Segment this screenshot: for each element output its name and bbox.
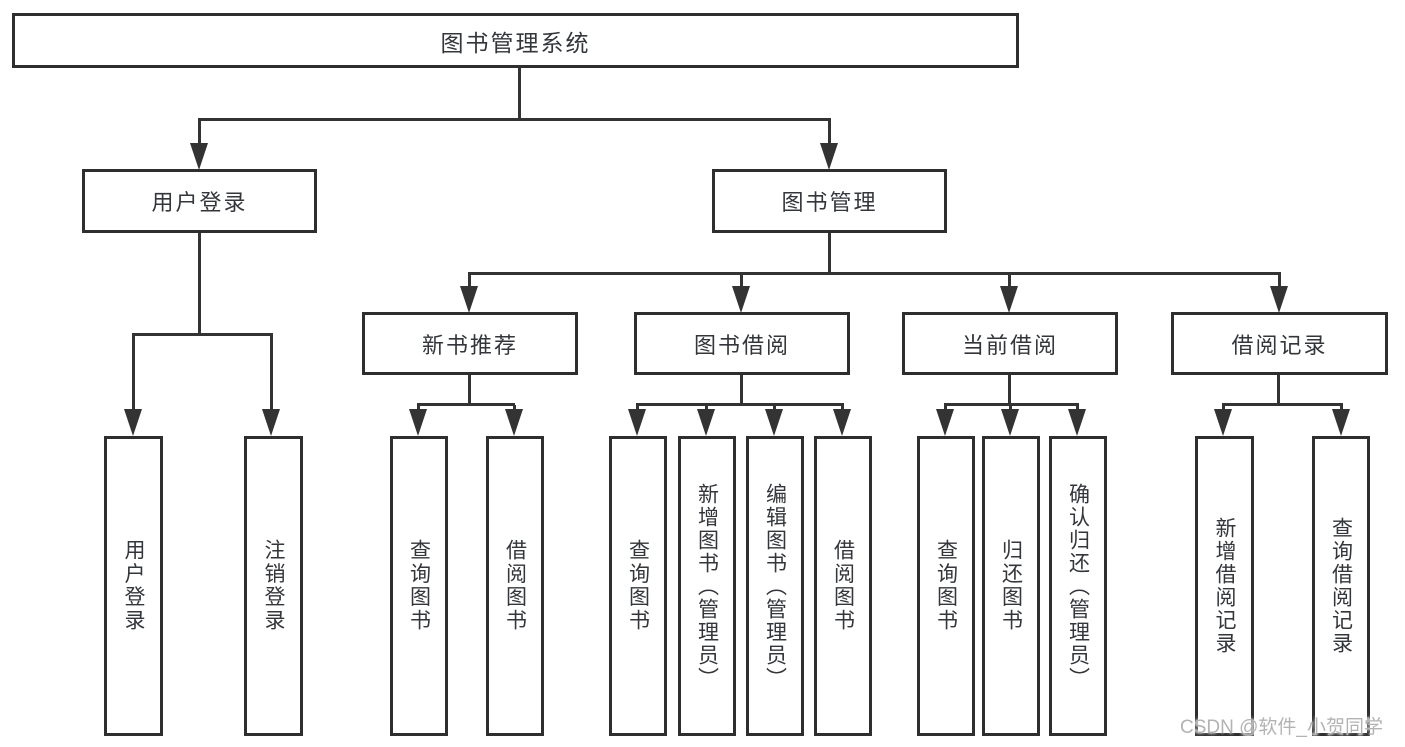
node-user-login: 用户登录 (82, 169, 317, 233)
arrow-down-return-book (1001, 409, 1019, 436)
node-query-books-3-label: 查询图书 (934, 539, 958, 633)
node-book-management: 图书管理 (712, 169, 947, 233)
arrow-down-add-borrow-record (1214, 409, 1232, 436)
node-return-book: 归还图书 (982, 436, 1040, 736)
edge-borrow-records-stem (1277, 375, 1280, 405)
node-return-book-label: 归还图书 (999, 539, 1023, 633)
node-add-book-admin: 新增图书（管理员） (678, 436, 736, 736)
node-library-system-label: 图书管理系统 (440, 29, 591, 56)
arrow-down-query-books-2 (628, 409, 646, 436)
node-user-login-leaf-label: 用户登录 (122, 539, 145, 633)
node-edit-book-admin: 编辑图书（管理员） (746, 436, 804, 736)
arrow-down-book-mgmt (820, 143, 838, 170)
node-confirm-return-admin-label: 确认归还（管理员） (1066, 482, 1090, 690)
edge-new-book-stem (468, 375, 471, 405)
edge-stub (417, 405, 420, 411)
node-edit-book-admin-label: 编辑图书（管理员） (763, 482, 787, 690)
arrow-down-borrow-books-1 (505, 409, 523, 436)
node-borrow-records: 借阅记录 (1171, 312, 1388, 375)
node-borrow-books-2: 借阅图书 (814, 436, 872, 736)
edge-stub (1009, 405, 1012, 411)
arrow-down-query-borrow-record (1332, 409, 1350, 436)
node-borrow-books-1-label: 借阅图书 (503, 539, 527, 633)
node-library-system: 图书管理系统 (12, 13, 1019, 68)
edge-book-borrow-stem (740, 375, 743, 405)
node-user-login-label: 用户登录 (151, 190, 248, 215)
edge-book-mgmt-bus (468, 272, 1281, 275)
node-logout-leaf-label: 注销登录 (262, 539, 285, 633)
edge-stub (944, 405, 947, 411)
edge-drop-current-borrow (1008, 274, 1011, 288)
node-book-borrow-label: 图书借阅 (693, 332, 790, 358)
edge-stub (773, 405, 776, 411)
edge-drop-logout-leaf (270, 335, 273, 410)
node-query-books-2-label: 查询图书 (626, 539, 650, 633)
arrow-down-edit-book (765, 409, 783, 436)
node-query-borrow-record-label: 查询借阅记录 (1329, 517, 1353, 655)
arrow-down-new-book (460, 286, 478, 313)
node-user-login-leaf: 用户登录 (104, 436, 163, 736)
edge-root-stem (518, 68, 521, 120)
node-borrow-books-1: 借阅图书 (486, 436, 544, 736)
node-book-borrow: 图书借阅 (634, 312, 850, 375)
arrow-down-query-books-3 (936, 409, 954, 436)
edge-stub (1340, 405, 1343, 411)
arrow-down-logout-leaf (262, 409, 280, 436)
edge-current-borrow-bus (944, 403, 1079, 406)
edge-book-mgmt-stem (828, 233, 831, 274)
node-query-books-3: 查询图书 (917, 436, 975, 736)
edge-stub (1076, 405, 1079, 411)
edge-stub (705, 405, 708, 411)
arrow-down-query-books-1 (409, 409, 427, 436)
arrow-down-login-leaf (124, 409, 142, 436)
node-borrow-books-2-label: 借阅图书 (831, 539, 855, 633)
arrow-down-borrow-books-2 (833, 409, 851, 436)
edge-drop-login-leaf (132, 335, 135, 410)
node-new-book-recommend: 新书推荐 (362, 312, 578, 375)
node-add-borrow-record: 新增借阅记录 (1195, 436, 1254, 736)
edge-drop-user-login (198, 120, 201, 145)
edge-drop-new-book (468, 274, 471, 288)
watermark: CSDN @软件_小贺同学 (1180, 717, 1383, 738)
edge-user-login-bus (132, 333, 273, 336)
node-query-books-1-label: 查询图书 (407, 539, 431, 633)
edge-book-borrow-bus (636, 403, 844, 406)
node-borrow-records-label: 借阅记录 (1231, 332, 1328, 358)
arrow-down-current-borrow (1000, 286, 1018, 313)
arrow-down-confirm-return (1068, 409, 1086, 436)
arrow-down-user-login (190, 143, 208, 170)
edge-drop-book-mgmt (828, 120, 831, 145)
edge-user-login-stem (198, 233, 201, 335)
node-add-book-admin-label: 新增图书（管理员） (695, 482, 719, 690)
node-query-borrow-record: 查询借阅记录 (1312, 436, 1370, 736)
node-query-books-1: 查询图书 (390, 436, 448, 736)
node-logout-leaf: 注销登录 (244, 436, 303, 736)
edge-borrow-records-bus (1222, 403, 1343, 406)
arrow-down-add-book (697, 409, 715, 436)
node-current-borrow: 当前借阅 (902, 312, 1118, 375)
edge-root-bus (198, 118, 831, 121)
edge-stub (513, 405, 516, 411)
node-confirm-return-admin: 确认归还（管理员） (1049, 436, 1107, 736)
node-current-borrow-label: 当前借阅 (961, 332, 1058, 358)
edge-drop-borrow-records (1278, 274, 1281, 288)
edge-stub (1222, 405, 1225, 411)
arrow-down-book-borrow (732, 286, 750, 313)
edge-drop-book-borrow (740, 274, 743, 288)
edge-stub (636, 405, 639, 411)
node-query-books-2: 查询图书 (609, 436, 667, 736)
node-new-book-recommend-label: 新书推荐 (421, 332, 518, 358)
arrow-down-borrow-records (1270, 286, 1288, 313)
edge-current-borrow-stem (1008, 375, 1011, 405)
node-book-management-label: 图书管理 (781, 190, 878, 215)
edge-stub (841, 405, 844, 411)
node-add-borrow-record-label: 新增借阅记录 (1213, 517, 1236, 655)
edge-new-book-bus (417, 403, 515, 406)
